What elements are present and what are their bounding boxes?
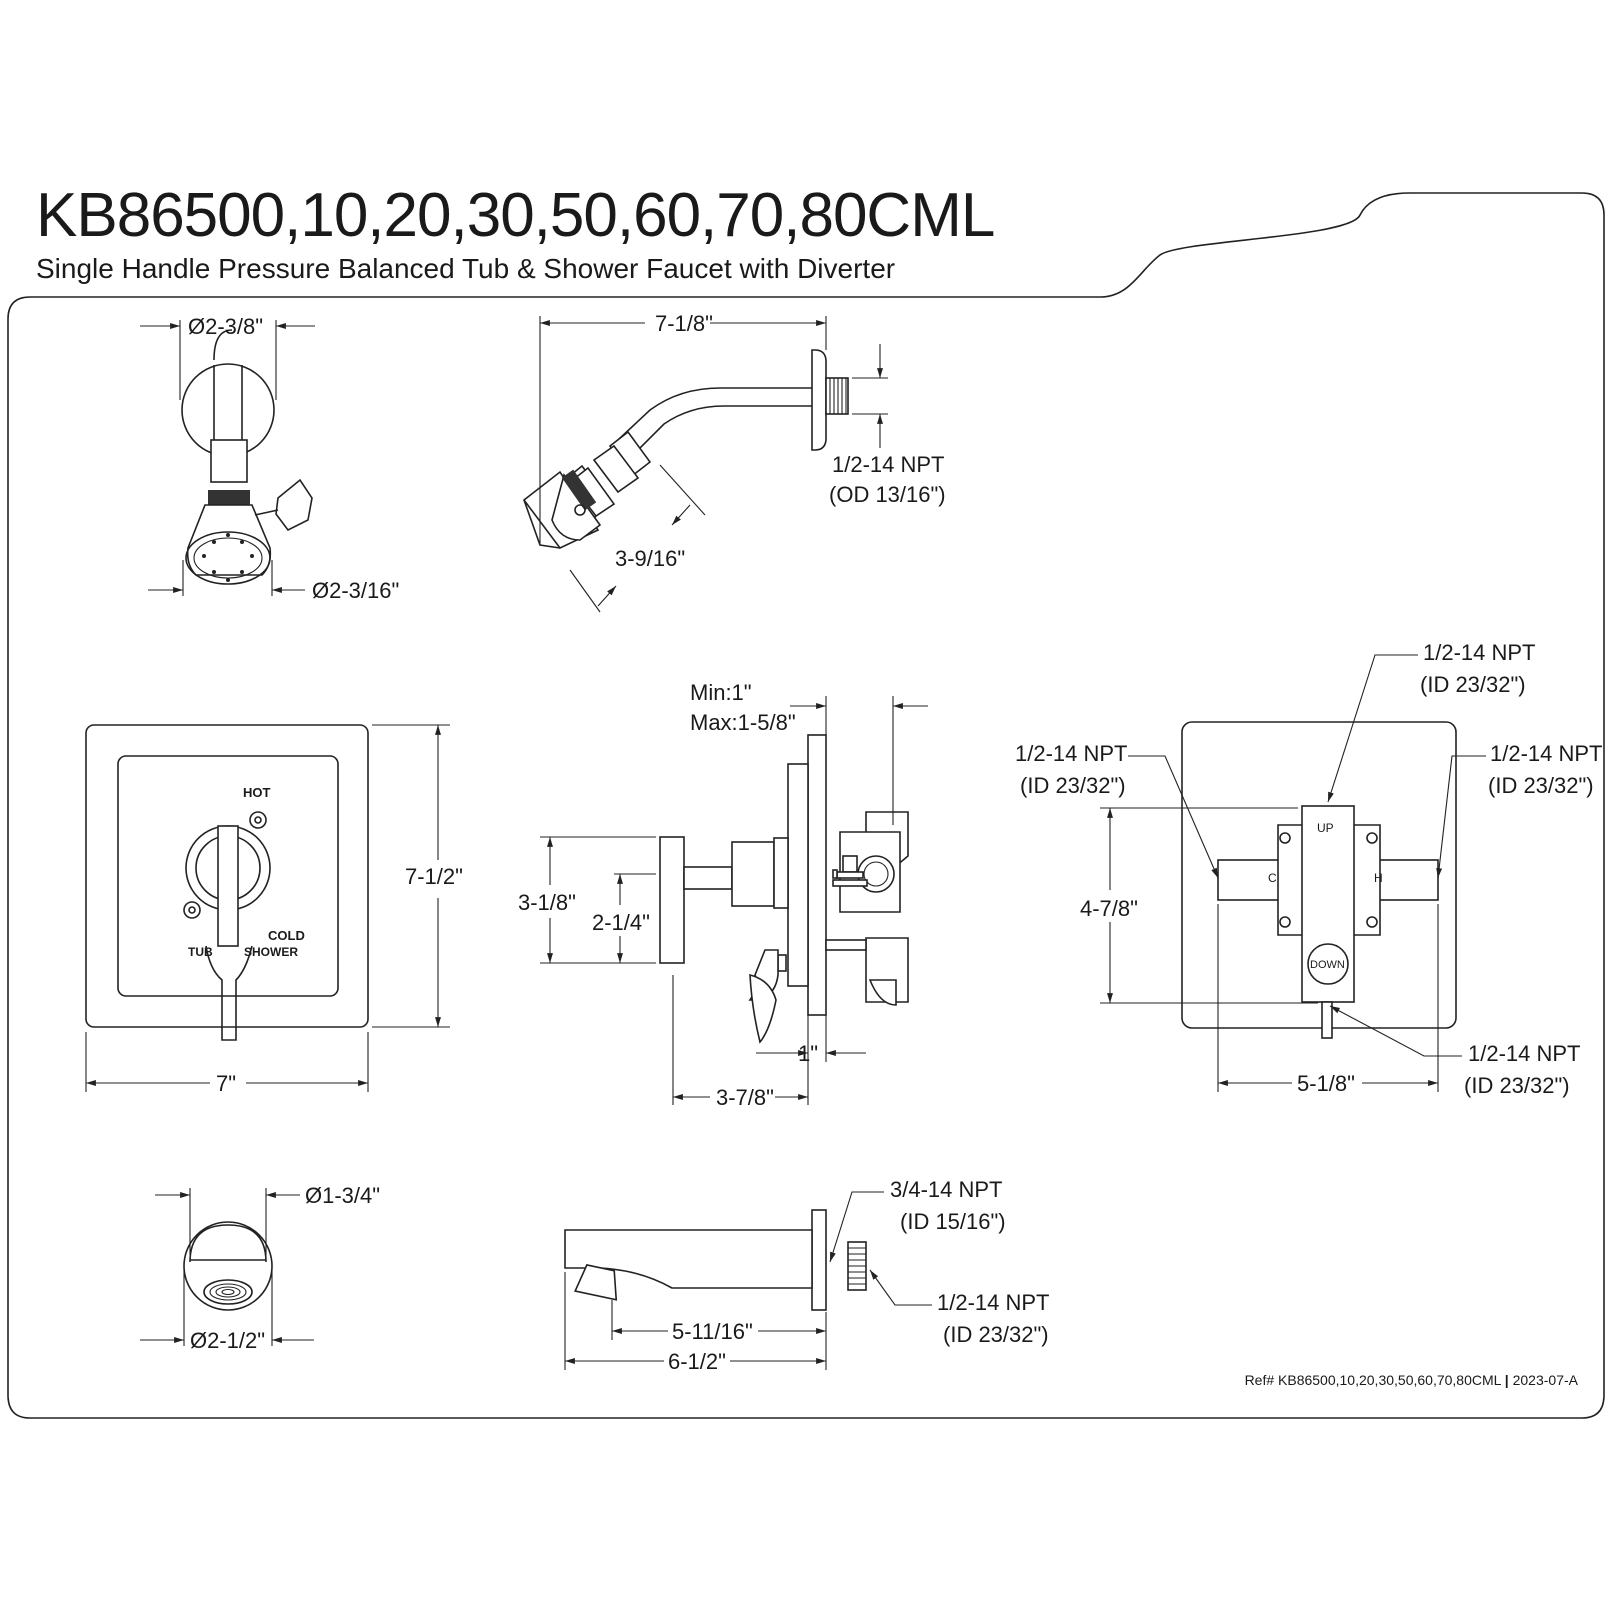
tub-spout-front-dimensions: Ø1-3/4" Ø2-1/2"	[140, 1183, 380, 1353]
handle-offset-label: 2-1/4"	[592, 910, 650, 935]
page-subtitle: Single Handle Pressure Balanced Tub & Sh…	[36, 253, 896, 284]
shower-arm-dimensions: 7-1/8" 1/2-14 NPT (OD 13/16") 3-9/16"	[539, 311, 946, 613]
reference-number: Ref# KB86500,10,20,30,50,60,70,80CML | 2…	[1245, 1372, 1578, 1388]
valve-body-front-view: UP C H DOWN	[1181, 721, 1457, 1039]
port-bottom-line2: (ID 23/32")	[1464, 1073, 1570, 1098]
handle-height-label: 3-1/8"	[518, 890, 576, 915]
label-hot: HOT	[243, 785, 271, 800]
trim-plate-dimensions: 7-1/2" 7"	[85, 724, 463, 1096]
label-c: C	[1268, 871, 1277, 885]
spout-outlet-diameter-label: Ø1-3/4"	[305, 1183, 380, 1208]
spout-flange-diameter-label: Ø2-1/2"	[190, 1328, 265, 1353]
arm-length-label: 7-1/8"	[655, 311, 713, 336]
body-width-label: 5-1/8"	[1297, 1071, 1355, 1096]
showerhead-front-view	[181, 329, 313, 585]
plate-depth-label: 1"	[798, 1041, 818, 1066]
label-cold: COLD	[268, 928, 305, 943]
port-bottom-line1: 1/2-14 NPT	[1468, 1041, 1581, 1066]
plate-height-label: 7-1/2"	[405, 864, 463, 889]
port-right-line1: 1/2-14 NPT	[1490, 741, 1603, 766]
port-top-line2: (ID 23/32")	[1420, 672, 1526, 697]
label-down: DOWN	[1310, 959, 1345, 971]
port-top-line1: 1/2-14 NPT	[1423, 640, 1536, 665]
reference-separator: |	[1504, 1372, 1509, 1388]
spout-outer-thread-line2: (ID 15/16")	[900, 1209, 1006, 1234]
port-left-line1: 1/2-14 NPT	[1015, 741, 1128, 766]
reference-prefix: Ref# KB86500,10,20,30,50,60,70,80CML	[1244, 1372, 1501, 1388]
valve-body-dimensions: 1/2-14 NPT (ID 23/32") 1/2-14 NPT (ID 23…	[1015, 640, 1603, 1098]
drawing-frame	[7, 192, 1605, 1419]
valve-side-dimensions: Min:1" Max:1-5/8" 3-1/8" 2-1/4" 1" 3-7/8…	[518, 680, 928, 1110]
tub-spout-side-dimensions: 3/4-14 NPT (ID 15/16") 1/2-14 NPT (ID 23…	[564, 1177, 1050, 1374]
wall-max-label: Max:1-5/8"	[690, 710, 796, 735]
shower-arm-side-view	[522, 349, 849, 550]
spout-reach-label: 5-11/16"	[672, 1319, 753, 1344]
page-title: KB86500,10,20,30,50,60,70,80CML	[36, 181, 995, 250]
spout-outer-thread-line1: 3/4-14 NPT	[890, 1177, 1003, 1202]
label-shower: SHOWER	[244, 945, 298, 959]
label-up: UP	[1317, 821, 1334, 835]
wall-min-label: Min:1"	[690, 680, 752, 705]
trim-plate-front-view: HOT COLD TUB SHOWER	[85, 724, 369, 1041]
port-right-line2: (ID 23/32")	[1488, 773, 1594, 798]
spout-length-label: 6-1/2"	[668, 1349, 726, 1374]
flange-diameter-label: Ø2-3/8"	[188, 314, 263, 339]
showerhead-front-dimensions: Ø2-3/8" Ø2-3/16"	[140, 314, 399, 603]
spout-inner-thread-line1: 1/2-14 NPT	[937, 1290, 1050, 1315]
overall-depth-label: 3-7/8"	[716, 1085, 774, 1110]
arm-thread-line2: (OD 13/16")	[829, 482, 946, 507]
port-left-line2: (ID 23/32")	[1020, 773, 1126, 798]
arm-thread-line1: 1/2-14 NPT	[832, 452, 945, 477]
plate-width-label: 7"	[216, 1071, 236, 1096]
body-height-label: 4-7/8"	[1080, 896, 1138, 921]
valve-side-view	[659, 734, 909, 1044]
label-h: H	[1374, 871, 1383, 885]
spout-inner-thread-line2: (ID 23/32")	[943, 1322, 1049, 1347]
head-diameter-label: Ø2-3/16"	[312, 578, 399, 603]
reference-revision: 2023-07-A	[1512, 1372, 1578, 1388]
tub-spout-side-view	[564, 1209, 867, 1311]
head-length-label: 3-9/16"	[615, 546, 685, 571]
tub-spout-front-view	[183, 1221, 273, 1311]
